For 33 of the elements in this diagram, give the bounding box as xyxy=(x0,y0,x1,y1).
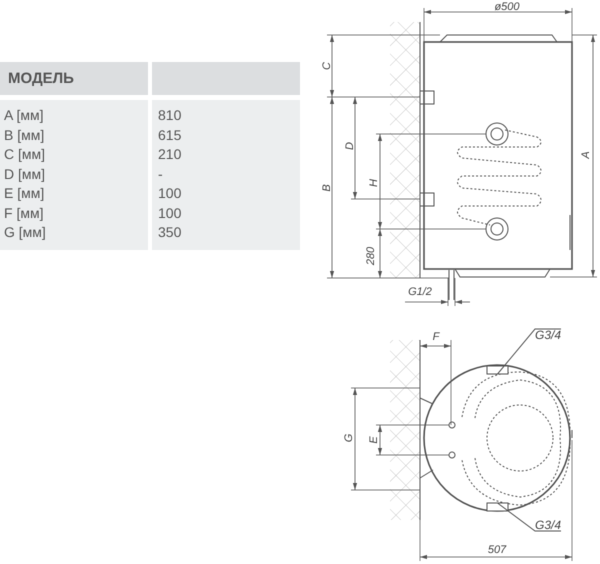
table-value: - xyxy=(158,164,163,182)
dimension-label: H xyxy=(368,179,380,187)
table-row-label: A [мм] xyxy=(4,106,44,124)
table-value: 810 xyxy=(158,106,182,124)
table-value: 350 xyxy=(158,223,182,241)
dimension-label: D xyxy=(344,142,356,150)
table-value: 100 xyxy=(158,184,182,202)
leader-line xyxy=(497,328,562,374)
callout-label: G3/4 xyxy=(535,519,562,531)
leader-line xyxy=(497,502,562,532)
dimension-label: A xyxy=(580,151,592,159)
table-row-label: E [мм] xyxy=(4,184,44,202)
dimension-label: G xyxy=(343,434,355,442)
table-row-label: C [мм] xyxy=(4,145,46,163)
table-header: МОДЕЛЬ xyxy=(8,70,74,87)
dimension-label: G1/2 xyxy=(408,286,432,298)
table-value: 100 xyxy=(158,204,182,222)
pipe-fitting xyxy=(486,366,508,374)
dimension-label: 280 xyxy=(365,246,377,266)
callout-label: G3/4 xyxy=(535,329,562,341)
dimension-label: C xyxy=(321,62,333,70)
dimension-label: ø500 xyxy=(494,1,520,13)
table-row-label: D [мм] xyxy=(4,164,46,182)
table-row-label: F [мм] xyxy=(4,204,44,222)
dimension-label: 507 xyxy=(488,544,506,556)
table-row-label: G [мм] xyxy=(4,223,46,241)
dimension-label: F xyxy=(432,331,440,343)
table-row-label: B [мм] xyxy=(4,126,44,144)
dimension-label: E xyxy=(368,436,380,444)
table-value: 210 xyxy=(158,145,182,163)
pipe-fitting xyxy=(486,502,508,512)
dimension-label: B xyxy=(321,184,333,192)
table-value: 615 xyxy=(158,126,182,144)
